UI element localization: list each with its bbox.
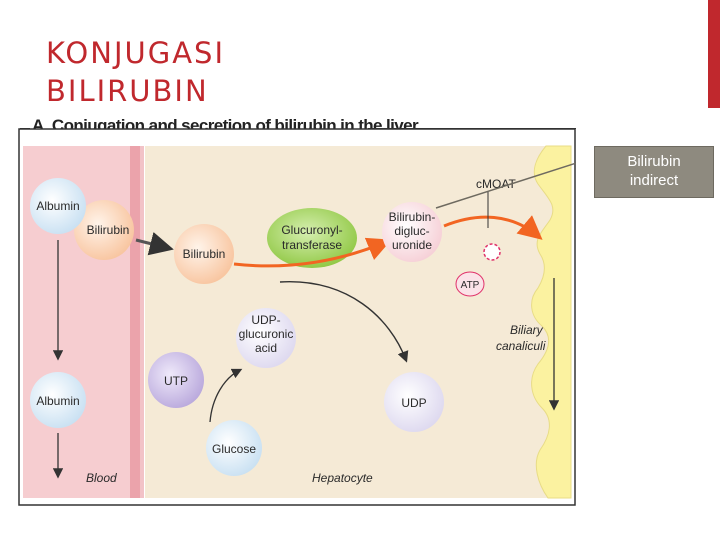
albumin-bottom-node — [30, 372, 86, 428]
bilirubin-blood-node — [74, 200, 134, 260]
enzyme-label-line2: transferase — [282, 238, 342, 252]
udp-release-arrow — [279, 281, 409, 363]
glucose-label: Glucose — [212, 442, 256, 456]
hepatocyte-label: Hepatocyte — [312, 471, 373, 485]
udpga-label-line2: glucuronic — [239, 327, 294, 341]
bilirubin-indirect-callout: Bilirubin indirect — [594, 146, 714, 198]
bilirubin-cell-node — [174, 224, 234, 284]
biliary-label-line2: canaliculi — [496, 339, 546, 353]
cmoat-transporter — [483, 243, 501, 261]
glucuronyltransferase-node — [267, 208, 357, 268]
utp-label: UTP — [164, 374, 188, 388]
slide-title-line2: BILIRUBIN — [46, 74, 209, 108]
cmoat-label: cMOAT — [476, 177, 516, 191]
conjugation-arrow — [233, 237, 392, 268]
bilirubin-conjugation-diagram: Albumin Bilirubin Albumin Blood Bilirubi… — [18, 128, 576, 506]
albumin-top-label: Albumin — [36, 199, 79, 213]
bilirubin-cell-label: Bilirubin — [183, 247, 226, 261]
udp-label: UDP — [401, 396, 426, 410]
atp-label: ATP — [461, 280, 480, 291]
diglu-label-line3: uronide — [392, 238, 432, 252]
albumin-top-node — [30, 178, 86, 234]
bilirubin-blood-label: Bilirubin — [87, 223, 130, 237]
callout-line1: Bilirubin — [627, 153, 681, 170]
callout-connector — [435, 162, 576, 209]
bilirubin-diglucuronide-node — [382, 202, 442, 262]
diglu-label-line2: digluc- — [394, 224, 429, 238]
albumin-bottom-label: Albumin — [36, 394, 79, 408]
udpga-label-line3: acid — [255, 341, 277, 355]
atp-node — [455, 271, 485, 297]
uptake-arrow — [135, 231, 174, 256]
enzyme-label-line1: Glucuronyl- — [281, 223, 342, 237]
biliary-label-line1: Biliary — [510, 323, 544, 337]
udp-glucuronic-acid-node — [236, 308, 296, 368]
slide-title: KONJUGASI BILIRUBIN — [46, 34, 225, 110]
udp-node — [384, 372, 444, 432]
accent-bar — [708, 0, 720, 108]
callout-line2: indirect — [629, 172, 679, 189]
udpga-label-line1: UDP- — [251, 313, 280, 327]
utp-node — [148, 352, 204, 408]
blood-label: Blood — [86, 471, 117, 485]
glucose-node — [206, 420, 262, 476]
secretion-arrow — [443, 215, 543, 240]
slide-title-line1: KONJUGASI — [46, 36, 226, 70]
diglu-label-line1: Bilirubin- — [389, 210, 436, 224]
udpga-synthesis-arrow — [209, 368, 243, 423]
